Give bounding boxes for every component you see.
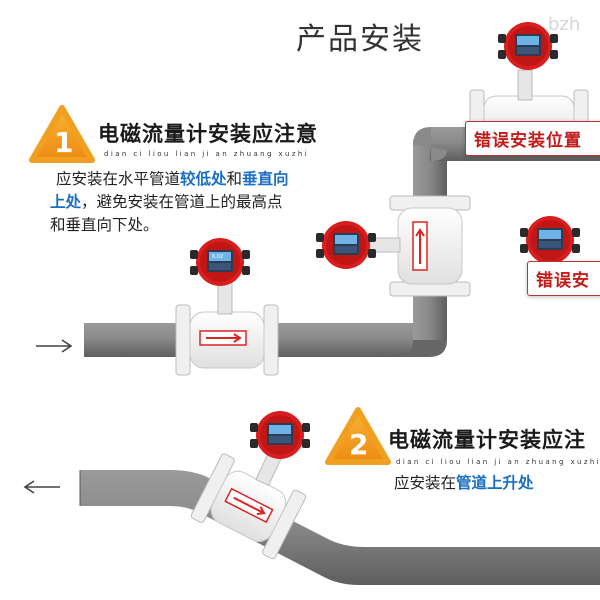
- warning-triangle-icon-2: 2: [325, 407, 391, 465]
- flowmeter-correct-riser: [316, 195, 471, 297]
- desc-text: 应安装在水平管道: [56, 170, 181, 188]
- desc-highlight: 管道上升处: [456, 474, 534, 492]
- flow-arrow-left-icon: [23, 480, 60, 494]
- section2-pinyin: dian ci liou lian ji an zhuang xuzhi: [396, 458, 600, 466]
- svg-text:1: 1: [54, 126, 73, 159]
- watermark: bzh: [548, 14, 581, 35]
- page-title: 产品安装: [296, 22, 424, 57]
- section2-title: 电磁流量计安装应注: [388, 428, 586, 452]
- desc-highlight: 垂直向: [242, 170, 289, 188]
- wrong-position-label-top: 错误安装位置: [465, 121, 600, 156]
- flowmeter-correct-2: [190, 411, 310, 560]
- section2-description: 应安装在管道上升处: [394, 472, 534, 495]
- flowmeter-correct-1: 6.02: [175, 238, 279, 376]
- desc-text: 应安装在: [394, 474, 457, 492]
- desc-line-3: 和垂直向下处。: [50, 216, 159, 234]
- desc-highlight: 上处: [50, 193, 82, 211]
- desc-line-2: 上处，避免安装在管道上的最高点: [50, 191, 289, 214]
- svg-text:2: 2: [349, 428, 368, 461]
- flow-arrow-right-icon: [36, 339, 73, 353]
- section1-description: 应安装在水平管道较低处和垂直向 上处，避免安装在管道上的最高点 和垂直向下处。: [50, 168, 289, 237]
- wrong-position-label-middle: 错误安: [527, 261, 600, 296]
- desc-highlight: 较低处: [180, 170, 227, 188]
- section1-pinyin: dian ci liou lian ji an zhuang xuzhi: [104, 150, 310, 158]
- warning-triangle-icon: 1: [29, 105, 95, 163]
- desc-text: 和: [226, 170, 243, 188]
- desc-line-1: 应安装在水平管道较低处和垂直向: [56, 168, 289, 191]
- desc-text: ，避免安装在管道上的最高点: [81, 193, 283, 211]
- section1-title: 电磁流量计安装应注意: [98, 122, 318, 146]
- meter-display: 6.02: [212, 254, 223, 260]
